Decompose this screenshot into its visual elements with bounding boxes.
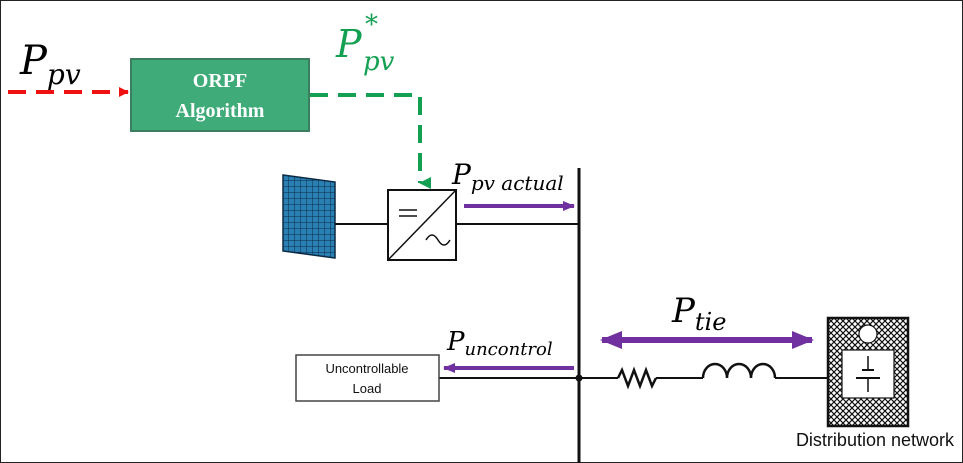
svg-text:Ppv: Ppv [19, 38, 81, 91]
load-line1: Uncontrollable [325, 361, 408, 376]
svg-text:pv: pv [363, 47, 395, 77]
svg-text:P: P [335, 22, 363, 66]
label-p-tie: Ptie [671, 291, 726, 336]
inverter-icon [387, 189, 457, 261]
reference-arrow [310, 93, 431, 189]
solar-panel-icon [282, 174, 336, 259]
label-p-pv-actual: Ppv actual [451, 158, 564, 195]
svg-text:*: * [365, 10, 378, 40]
label-p-pv-ref: P * pv [335, 10, 395, 77]
label-p-pv: Ppv [19, 38, 81, 91]
svg-text:Ppv actual: Ppv actual [451, 158, 564, 195]
svg-text:Ptie: Ptie [671, 291, 726, 336]
uncontrollable-load-block: Uncontrollable Load [295, 354, 440, 402]
label-p-uncontrol: Puncontrol [446, 327, 553, 360]
inductor-icon [701, 362, 777, 379]
orpf-algorithm-block: ORPF Algorithm [130, 58, 310, 132]
orpf-line1: ORPF [193, 70, 247, 92]
resistor-icon [616, 366, 658, 390]
load-line2: Load [353, 381, 382, 396]
orpf-line2: Algorithm [176, 100, 265, 122]
grid-source-icon [826, 316, 910, 428]
svg-text:Puncontrol: Puncontrol [446, 327, 553, 360]
distribution-network-label: Distribution network [796, 430, 955, 450]
